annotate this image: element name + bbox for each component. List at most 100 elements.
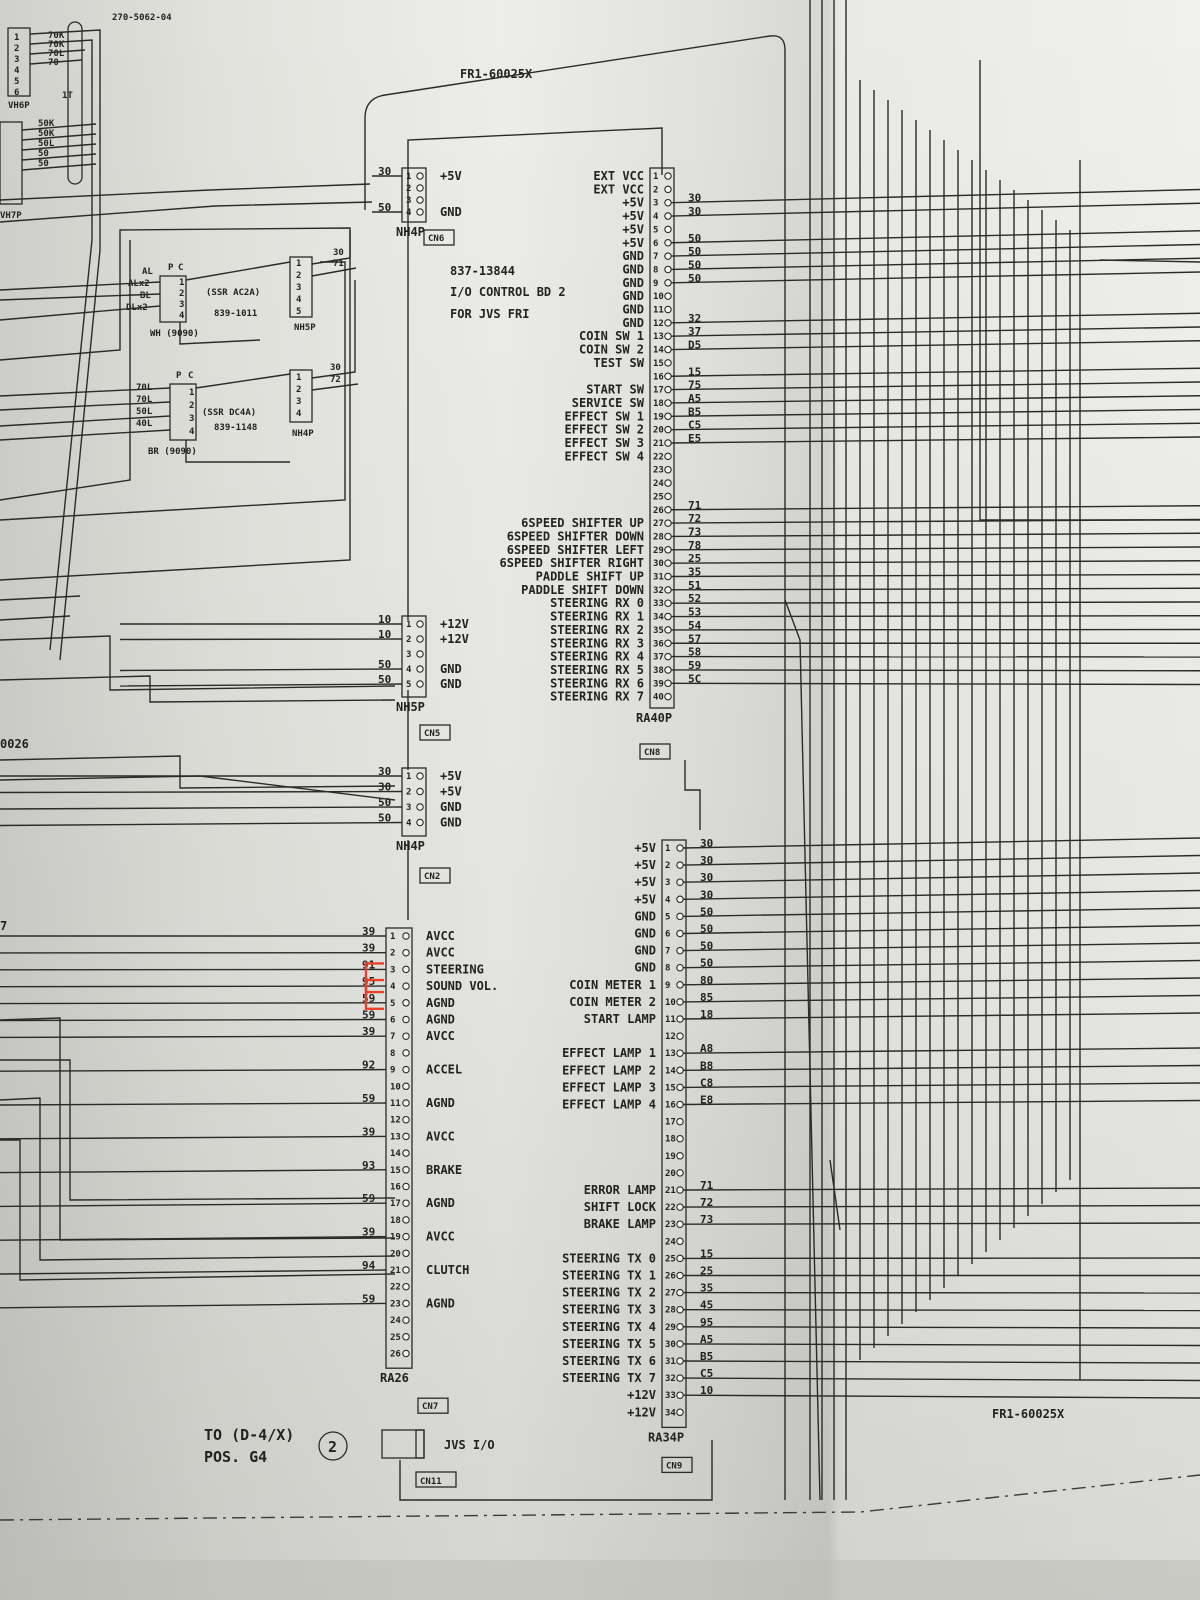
cn2-tag-label: CN2: [424, 872, 440, 882]
cn9-pin-number: 13: [665, 1049, 676, 1059]
nh4p-small-pin: 2: [296, 385, 301, 395]
cn8-wire-label: 72: [688, 512, 701, 525]
nh4p-small-pin: 4: [296, 409, 302, 419]
cn9-pin-number: 20: [665, 1169, 676, 1179]
nh5p-small-pin: 3: [296, 283, 301, 293]
cn7-signal-label: AGND: [426, 1013, 455, 1027]
cn8-pin-26: [664, 505, 672, 514]
cn7-wire: [0, 1068, 387, 1072]
cn2-wire-label: 50: [378, 812, 391, 825]
cn8-signal-label: COIN SW 1: [579, 329, 644, 343]
ssr-ac2a-col: P: [168, 263, 174, 273]
io-board-title: 837-13844 I/O CONTROL BD 2 FOR JVS FRI: [450, 264, 566, 321]
cn9-signal-label: GND: [634, 961, 656, 975]
cn9-pin-number: 1: [665, 844, 670, 854]
cn7-pin-23: [402, 1299, 410, 1308]
cn9-signal-label: STEERING TX 0: [562, 1251, 656, 1265]
vh7p-label: VH7P: [0, 211, 22, 221]
cn9-pin-31: [676, 1357, 684, 1365]
cn8-pin-number: 15: [653, 359, 664, 369]
cn8-wire-label: 71: [688, 499, 702, 512]
cn9-pin-6: [676, 929, 684, 938]
cn7-pin-22: [402, 1282, 410, 1291]
cn9-pin-5: [676, 912, 684, 921]
vh6p-pin: 1: [14, 33, 19, 43]
cn7-pin-number: 23: [390, 1299, 401, 1309]
cn9-signal-label: START LAMP: [584, 1012, 656, 1026]
cn8-pin-number: 35: [653, 626, 664, 636]
cn9-signal-label: STEERING TX 5: [562, 1337, 656, 1351]
ssr-ac2a-signal: AL: [142, 267, 153, 277]
cn5-pin-1: [416, 620, 424, 628]
cn7-pin-18: [402, 1216, 410, 1224]
cn8-pin-24: [664, 479, 672, 487]
cn7-wire-label: 39: [362, 1226, 375, 1239]
cn5-pin-number: 1: [406, 620, 411, 630]
nh5p-small-pin: 1: [296, 259, 301, 269]
cn2-pin-2: [416, 787, 424, 796]
cn8-wire-label: 25: [688, 552, 701, 565]
cn9-wire-label: 30: [700, 854, 713, 867]
cn9-pin-number: 16: [665, 1101, 676, 1111]
cn9-pin-29: [676, 1323, 684, 1331]
cn5-wire-label: 50: [378, 673, 391, 686]
vh6p-pin: 2: [14, 44, 19, 54]
cn8-pin-number: 30: [653, 559, 664, 569]
cn7-signal-label: ACCEL: [426, 1063, 462, 1077]
cn8-pin-number: 14: [653, 346, 664, 356]
cn9-pin-number: 14: [665, 1066, 676, 1076]
cn9-pin-number: 21: [665, 1186, 676, 1196]
cn7-wire: [0, 985, 387, 988]
cn5-tag-box: [419, 724, 451, 741]
cn9-pin-24: [676, 1237, 684, 1246]
cn9-wire-label: 15: [700, 1247, 713, 1260]
cn8-pin-8: [664, 265, 672, 274]
nh5p-small-pin: 5: [296, 307, 301, 317]
cn8-signal-label: +5V: [622, 196, 644, 210]
cn8-signal-label: STEERING RX 2: [550, 623, 644, 637]
cn7-pin-number: 10: [390, 1082, 401, 1092]
connector-vh7p: VH7P 50K 50K 50L 50 50: [0, 119, 55, 221]
cn8-pin-number: 5: [653, 225, 658, 235]
cn9-pin-17: [676, 1117, 684, 1126]
left-wire: [0, 635, 396, 691]
cn8-wire-label: 73: [688, 525, 701, 538]
cn11-label: CN11: [420, 1477, 442, 1487]
cn9-wire: [682, 837, 1200, 849]
cn8-pin-number: 9: [653, 279, 658, 289]
bundle-route: [1099, 259, 1200, 263]
cn6-pin-number: 1: [406, 172, 411, 182]
cn8-pin-number: 28: [653, 532, 664, 542]
cn7-signal-label: AGND: [426, 1096, 455, 1110]
cn9-signal-label: ERROR LAMP: [584, 1183, 656, 1197]
cn8-wire: [670, 202, 1200, 217]
ssr-dc4a-pin: 2: [189, 401, 194, 411]
cn5-signal-label: GND: [440, 677, 462, 691]
cn8-pin-number: 17: [653, 386, 664, 396]
cn9-signal-label: STEERING TX 3: [562, 1303, 656, 1317]
cn8-signal-label: EXT VCC: [593, 182, 644, 196]
cn8-signal-label: STEERING RX 4: [550, 650, 644, 664]
cn7-pin-4: [402, 982, 410, 990]
cn6-wire-label: 30: [378, 165, 391, 178]
cn8-pin-number: 13: [653, 332, 664, 342]
cn8-pin-28: [664, 532, 672, 541]
cn9-wire-label: 71: [700, 1179, 714, 1192]
cn7-signal-label: CLUTCH: [426, 1263, 469, 1277]
cn8-pin-number: 1: [653, 172, 658, 182]
cn9-pin-20: [676, 1169, 684, 1177]
cn7-signal-label: AVCC: [426, 929, 455, 943]
cn8-wire: [670, 615, 1200, 618]
cn5-pin-5: [416, 680, 424, 688]
cn9-pin-number: 18: [665, 1135, 676, 1145]
cn7-signal-label: SOUND VOL.: [426, 979, 498, 993]
cn8-pin-number: 12: [653, 319, 664, 329]
reference-circle: [318, 1431, 348, 1461]
jvs-io-label: JVS I/O: [444, 1438, 495, 1452]
cn9-wire: [682, 1222, 1200, 1225]
cn7-pin-2: [402, 948, 410, 957]
cn9-wire: [682, 977, 1200, 986]
cn8-wire: [670, 188, 1200, 204]
cn9-pin-26: [676, 1271, 684, 1280]
